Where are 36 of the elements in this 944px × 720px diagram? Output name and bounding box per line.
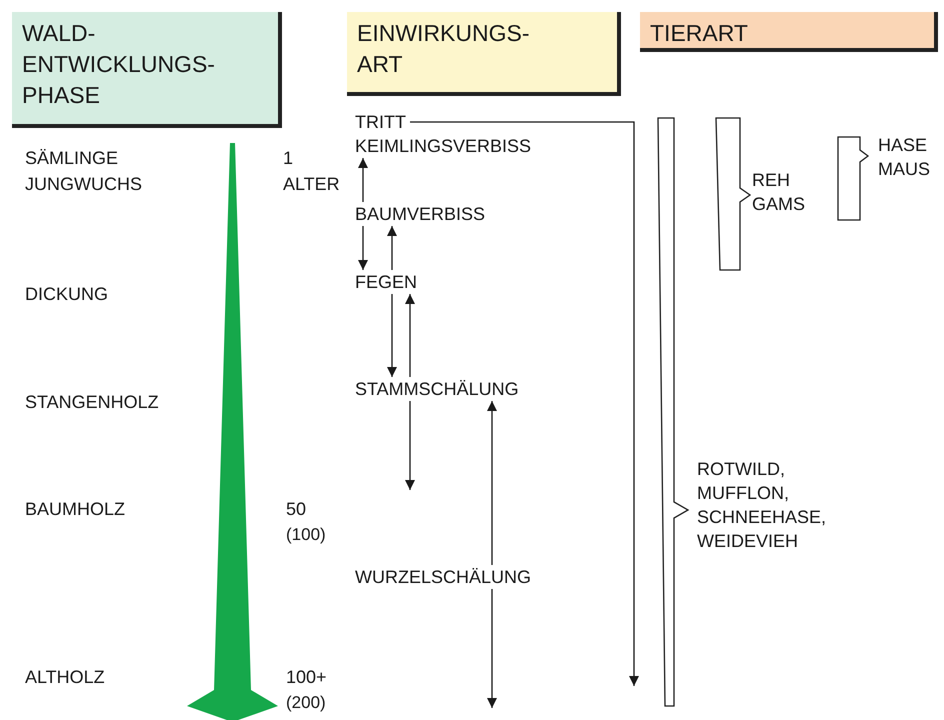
arrow (405, 401, 415, 490)
column-header: EINWIRKUNGS- ART (347, 12, 621, 96)
animal-label: REH GAMS (752, 169, 805, 216)
animal-label: ROTWILD, MUFFLON, SCHNEEHASE, WEIDEVIEH (697, 458, 826, 553)
bracket (837, 136, 870, 221)
damage-type-label: TRITT (355, 110, 406, 134)
column-header: TIERART (640, 12, 938, 52)
damage-type-label: STAMMSCHÄLUNG (355, 377, 519, 401)
phase-label: SÄMLINGE (25, 147, 118, 170)
damage-type-label: WURZELSCHÄLUNG (355, 565, 532, 589)
arrow (410, 121, 639, 686)
age-label: 50 (286, 498, 306, 521)
animal-label: HASE MAUS (878, 134, 930, 181)
arrow (405, 294, 415, 377)
phase-label: DICKUNG (25, 283, 108, 306)
arrow (487, 401, 497, 565)
bracket (657, 117, 690, 707)
arrow (387, 294, 397, 377)
phase-label: STANGENHOLZ (25, 391, 159, 414)
bracket (715, 117, 752, 271)
damage-type-label: KEIMLINGSVERBISS (355, 134, 532, 158)
age-label: (200) (286, 692, 326, 714)
arrow (487, 589, 497, 708)
age-label: 100+ (286, 666, 327, 689)
phase-label: JUNGWUCHS (25, 173, 142, 196)
phase-label: BAUMHOLZ (25, 498, 126, 521)
arrow (387, 226, 397, 270)
damage-type-label: FEGEN (355, 270, 418, 294)
age-label: (100) (286, 524, 326, 546)
damage-type-label: BAUMVERBISS (355, 202, 486, 226)
age-label: ALTER (283, 173, 340, 196)
column-header: WALD- ENTWICKLUNGS- PHASE (12, 12, 282, 128)
arrow (358, 226, 368, 270)
arrow (358, 158, 368, 202)
phase-label: ALTHOLZ (25, 666, 105, 689)
age-label: 1 (283, 147, 294, 170)
